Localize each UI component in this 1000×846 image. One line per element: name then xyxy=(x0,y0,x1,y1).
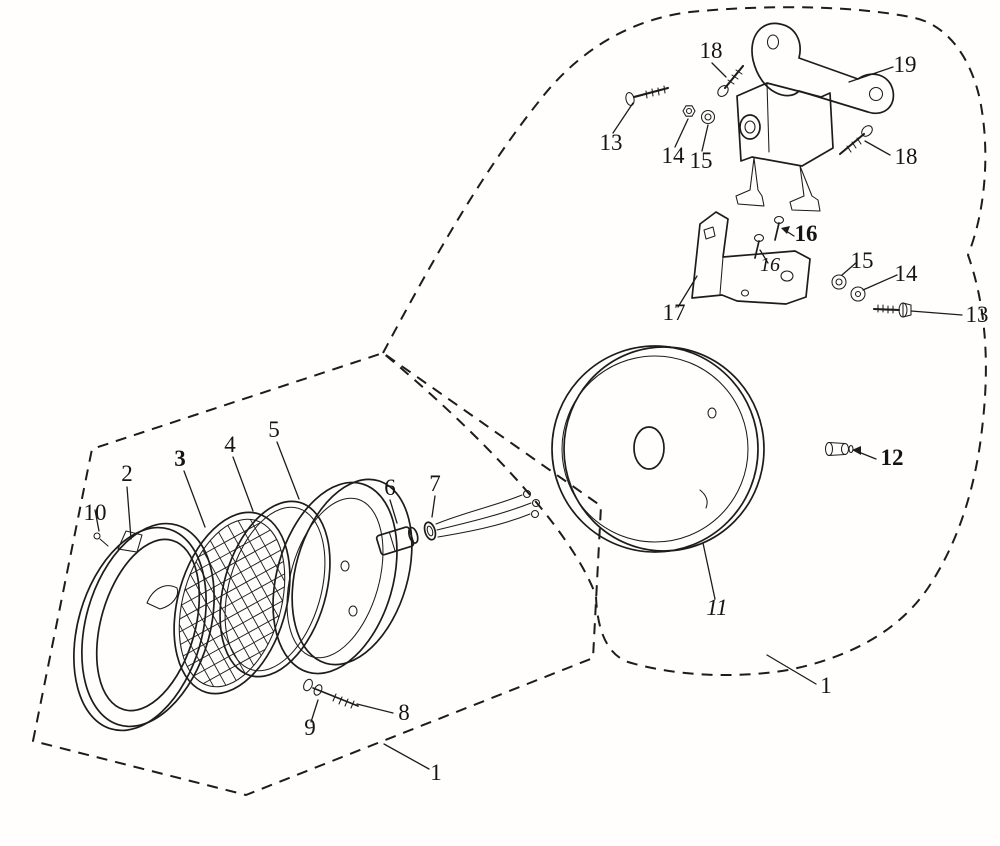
part-label-15-upper: 15 xyxy=(690,148,713,173)
part-label-1-left: 1 xyxy=(430,760,442,785)
part-label-13-right: 13 xyxy=(966,302,989,327)
leader-lines xyxy=(94,62,963,770)
part-label-15-right: 15 xyxy=(851,248,874,273)
socket-connector xyxy=(423,521,437,541)
part-label-4: 4 xyxy=(224,432,236,457)
part-label-19: 19 xyxy=(894,52,917,77)
part-label-7: 7 xyxy=(429,471,441,496)
part-label-16-upper: 16 xyxy=(795,221,818,246)
washer-15-upper xyxy=(700,109,716,125)
wiring-harness xyxy=(435,489,541,538)
bolt-13-right xyxy=(872,302,912,318)
part-label-9: 9 xyxy=(304,715,316,740)
part-label-3: 3 xyxy=(174,446,186,471)
part-label-14-upper: 14 xyxy=(662,143,686,168)
lower-bracket xyxy=(691,211,811,305)
headlight-rim xyxy=(73,522,215,732)
lens-gasket xyxy=(219,500,331,678)
part-label-16-lower: 16 xyxy=(760,254,780,276)
part-label-18-right: 18 xyxy=(895,144,918,169)
part-label-14-right: 14 xyxy=(895,261,919,286)
left-group-outline xyxy=(32,352,602,796)
part-label-5: 5 xyxy=(268,417,280,442)
nut-14-upper xyxy=(682,105,696,117)
part-labels: 18 19 13 14 15 18 16 16 17 15 14 13 12 1… xyxy=(84,38,989,785)
part-label-2: 2 xyxy=(121,461,133,486)
rim-clip-screw xyxy=(93,532,109,547)
rim-spring-clip xyxy=(146,585,179,610)
washer-15-right xyxy=(831,274,847,290)
bulb-socket xyxy=(375,526,419,556)
part-label-11: 11 xyxy=(706,595,727,620)
washer-14-right xyxy=(850,286,866,302)
bolt-18-upper xyxy=(717,64,745,97)
part-label-13-upper: 13 xyxy=(600,130,623,155)
adjuster-12 xyxy=(824,441,854,457)
part-label-10: 10 xyxy=(84,500,107,525)
part-label-1-right: 1 xyxy=(820,673,832,698)
upper-bracket xyxy=(751,22,895,115)
part-label-18-upper: 18 xyxy=(700,38,723,63)
headlight-bucket xyxy=(551,345,765,553)
part-label-17: 17 xyxy=(663,300,686,325)
bracket-screw-16a xyxy=(773,215,785,241)
right-group-outline xyxy=(382,6,987,677)
rim-tab xyxy=(117,530,143,553)
reflector-shell xyxy=(272,478,413,675)
part-label-8: 8 xyxy=(398,700,410,725)
bolt-13-upper xyxy=(625,85,670,106)
part-label-6: 6 xyxy=(384,475,396,500)
bracket-mount-block xyxy=(735,82,834,212)
bracket-screw-16b xyxy=(753,233,765,259)
mounting-screw xyxy=(303,678,359,709)
bolt-18-right xyxy=(838,125,873,156)
part-label-12: 12 xyxy=(881,445,904,470)
